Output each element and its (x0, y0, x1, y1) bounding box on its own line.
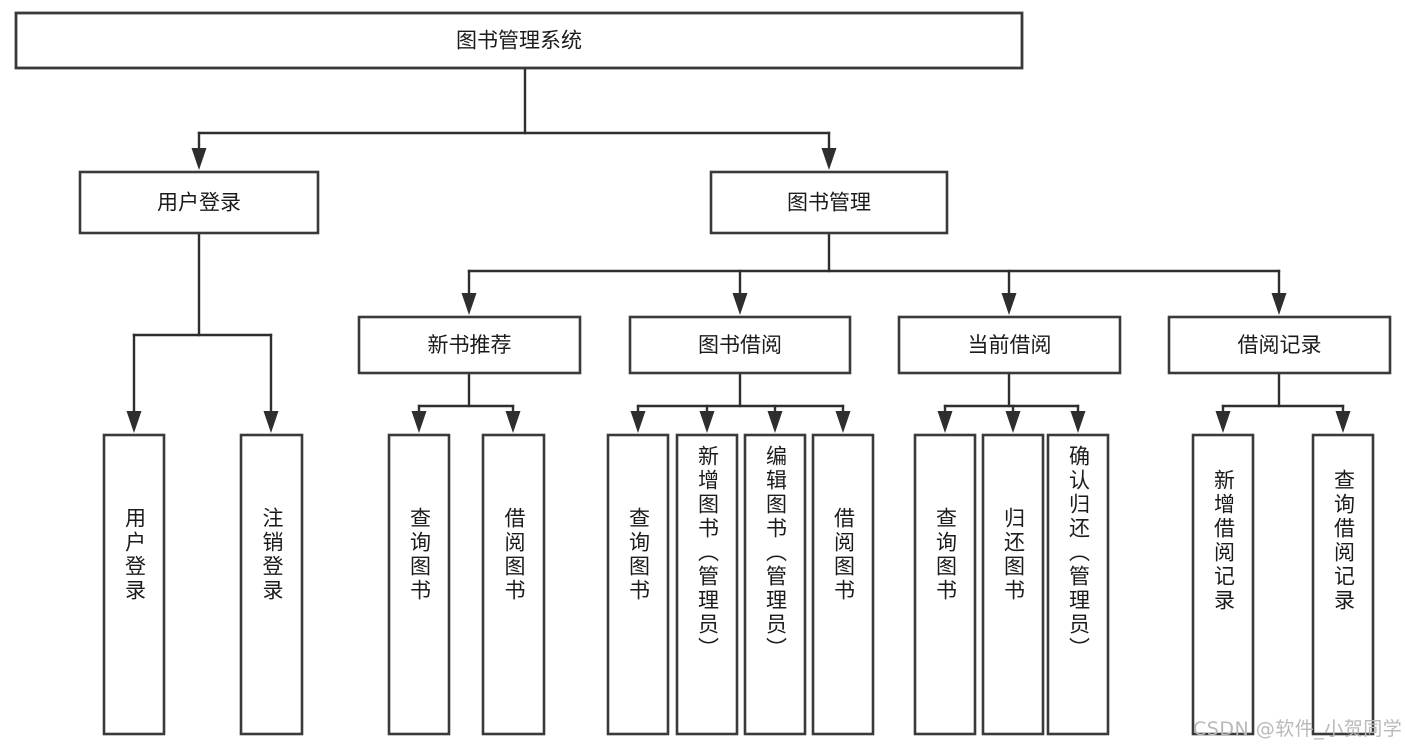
arrow-head-icon (699, 411, 715, 433)
node-box-leaf-add-book[interactable] (675, 433, 739, 736)
arrow-head-icon (1001, 293, 1017, 315)
node-box-leaf-borrow-book-2[interactable] (811, 433, 875, 736)
connector-group-user-login (126, 231, 279, 433)
node-label-book-borrow: 图书借阅 (698, 333, 782, 357)
node-box-leaf-confirm-return[interactable] (1046, 433, 1110, 736)
csdn-watermark: CSDN @软件_小贺同学 (1193, 718, 1403, 740)
node-box-user-login[interactable] (78, 170, 320, 235)
arrow-head-icon (263, 411, 279, 433)
arrow-head-icon (821, 148, 837, 170)
node-label-borrow-record: 借阅记录 (1238, 333, 1322, 357)
node-box-leaf-user-login[interactable] (102, 433, 166, 736)
node-box-leaf-add-record[interactable] (1191, 433, 1255, 736)
arrow-head-icon (191, 148, 207, 170)
connector-group-book-manage (461, 231, 1287, 315)
arrow-head-icon (1271, 293, 1287, 315)
arrow-head-icon (835, 411, 851, 433)
node-box-leaf-borrow-book-1[interactable] (481, 433, 546, 736)
node-box-borrow-record[interactable] (1167, 315, 1392, 375)
node-box-leaf-query-record[interactable] (1311, 433, 1375, 736)
node-box-root[interactable] (14, 11, 1024, 70)
arrow-head-icon (411, 411, 427, 433)
arrow-head-icon (1335, 411, 1351, 433)
node-box-new-book-recommend[interactable] (357, 315, 582, 375)
boxes-layer (14, 11, 1392, 736)
node-label-new-book-recommend: 新书推荐 (428, 333, 512, 357)
node-label-root: 图书管理系统 (456, 29, 582, 53)
node-box-leaf-query-book-2[interactable] (606, 433, 670, 736)
connector-group-book-borrow (630, 371, 851, 433)
node-label-user-login: 用户登录 (157, 191, 241, 215)
node-box-leaf-return-book[interactable] (981, 433, 1045, 736)
node-box-book-borrow[interactable] (628, 315, 852, 375)
arrow-head-icon (732, 293, 748, 315)
arrow-head-icon (937, 411, 953, 433)
connector-group-current-borrow (937, 371, 1086, 433)
node-box-leaf-query-book-3[interactable] (913, 433, 977, 736)
node-box-current-borrow[interactable] (897, 315, 1122, 375)
node-box-leaf-query-book-1[interactable] (387, 433, 451, 736)
arrow-head-icon (1070, 411, 1086, 433)
arrow-head-icon (126, 411, 142, 433)
node-box-book-manage[interactable] (709, 170, 949, 235)
arrow-head-icon (505, 411, 521, 433)
arrow-head-icon (1005, 411, 1021, 433)
arrow-head-icon (461, 293, 477, 315)
connectors-layer (126, 66, 1351, 433)
arrow-head-icon (767, 411, 783, 433)
arrow-head-icon (1215, 411, 1231, 433)
node-label-book-manage: 图书管理 (787, 191, 871, 215)
connector-group-root (191, 66, 837, 170)
node-box-leaf-edit-book[interactable] (743, 433, 807, 736)
connector-group-new-book-recommend (411, 371, 521, 433)
arrow-head-icon (630, 411, 646, 433)
node-box-leaf-logout[interactable] (239, 433, 304, 736)
connector-group-borrow-record (1215, 371, 1351, 433)
node-label-current-borrow: 当前借阅 (968, 333, 1052, 357)
